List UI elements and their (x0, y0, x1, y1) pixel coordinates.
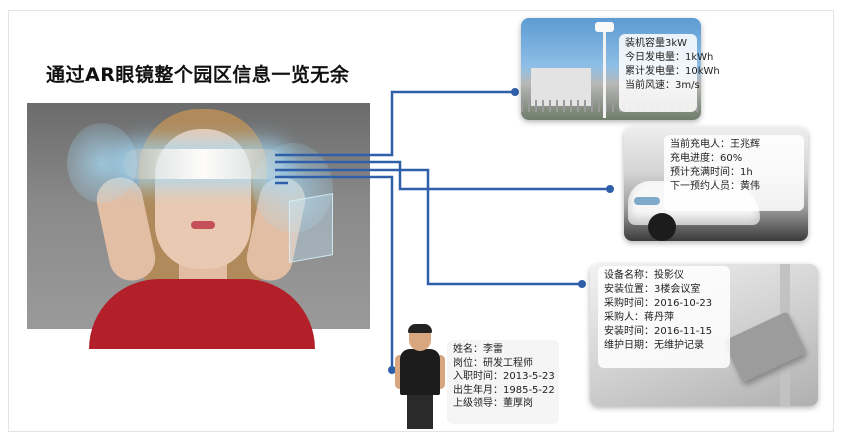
ar-glasses-photo (27, 103, 370, 349)
person-arm (395, 355, 404, 389)
info-line: 预计充满时间：1h (670, 167, 753, 178)
person-arm (436, 355, 445, 389)
car-headlight (634, 197, 660, 205)
person-shirt (400, 349, 440, 395)
car-wheel (648, 213, 676, 241)
info-line: 安装时间：2016-11-15 (604, 326, 713, 337)
turbine-pole (603, 24, 606, 118)
info-line: 充电进度：60% (670, 153, 743, 164)
info-line: 采购人：蒋丹萍 (604, 312, 674, 323)
person-photo (395, 324, 445, 429)
info-line: 累计发电量：10kWh (625, 66, 720, 77)
ar-glasses (123, 149, 283, 179)
device-info-panel: 设备名称：投影仪 安装位置：3楼会议室 采购时间：2016-10-23 采购人：… (598, 266, 730, 368)
red-shirt (89, 279, 315, 349)
charging-info-panel: 当前充电人：王兆辉 充电进度：60% 预计充满时间：1h 下一预约人员：黄伟 (664, 135, 804, 211)
info-line: 安装位置：3楼会议室 (604, 284, 701, 295)
info-line: 下一预约人员：黄伟 (670, 181, 760, 192)
projector (723, 311, 807, 383)
info-line: 姓名：李雷 (453, 344, 503, 355)
info-line: 维护日期：无维护记录 (604, 340, 704, 351)
page-title: 通过AR眼镜整个园区信息一览无余 (46, 64, 350, 86)
info-line: 当前充电人：王兆辉 (670, 139, 760, 150)
info-line: 设备名称：投影仪 (604, 270, 684, 281)
person-legs (407, 393, 433, 429)
info-line: 岗位：研发工程师 (453, 357, 533, 369)
info-line: 入职时间：2013-5-23 (453, 371, 555, 382)
info-line: 今日发电量：1kWh (625, 52, 714, 63)
lips (191, 221, 215, 229)
hologram-panel (289, 193, 333, 263)
device-card: 设备名称：投影仪 安装位置：3楼会议室 采购时间：2016-10-23 采购人：… (590, 264, 818, 406)
info-line: 装机容量3kW (625, 38, 688, 49)
info-line: 出生年月：1985-5-22 (453, 384, 555, 396)
person-hair (408, 324, 432, 333)
info-line: 采购时间：2016-10-23 (604, 298, 713, 309)
energy-info-panel: 装机容量3kW 今日发电量：1kWh 累计发电量：10kWh 当前风速：3m/s (619, 34, 720, 112)
charging-card: 当前充电人：王兆辉 充电进度：60% 预计充满时间：1h 下一预约人员：黄伟 (624, 127, 808, 241)
info-line: 当前风速：3m/s (625, 80, 700, 91)
energy-card: 装机容量3kW 今日发电量：1kWh 累计发电量：10kWh 当前风速：3m/s (521, 18, 720, 120)
wind-turbine-icon (595, 22, 614, 32)
info-line: 上级领导：董厚岗 (453, 398, 533, 409)
building (531, 68, 591, 106)
person-info-panel: 姓名：李雷 岗位：研发工程师 入职时间：2013-5-23 出生年月：1985-… (447, 340, 559, 424)
